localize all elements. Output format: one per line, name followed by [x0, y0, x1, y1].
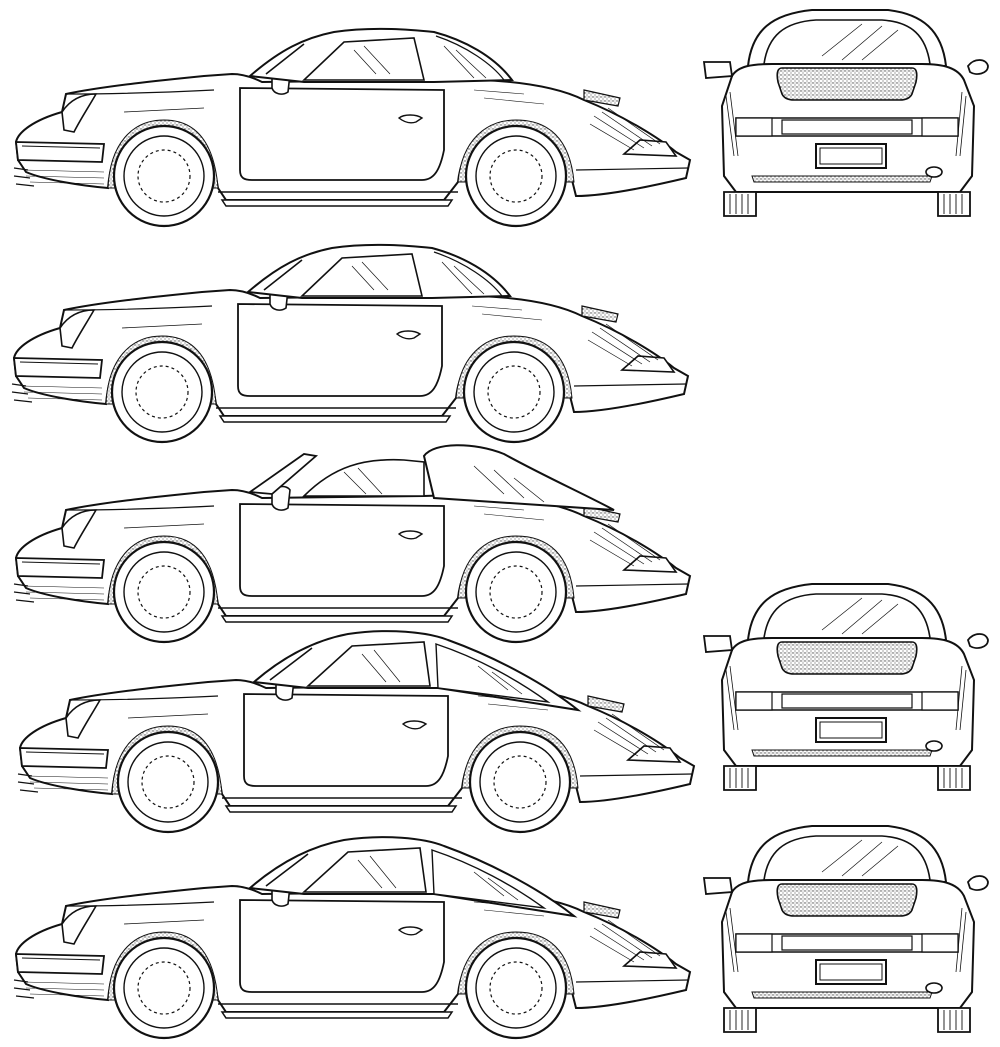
- patent-drawing-sheet: [10, 9, 989, 1040]
- drawing-canvas: [10, 9, 989, 1040]
